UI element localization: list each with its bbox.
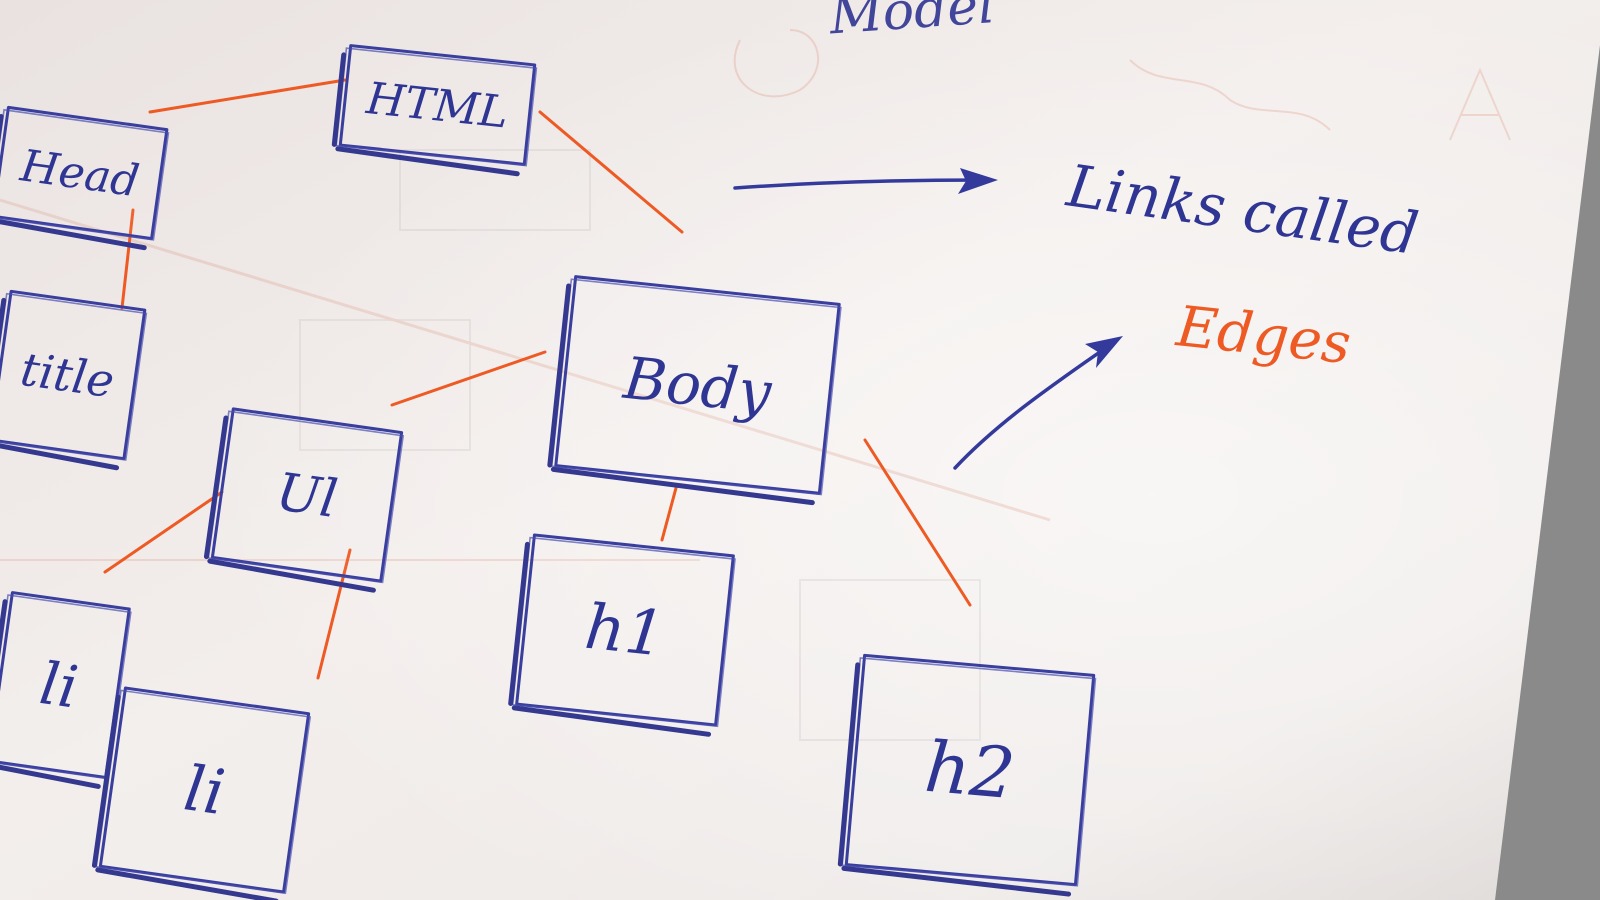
- edges: [103, 78, 972, 680]
- edge-html-body: [538, 110, 684, 234]
- edge-body-ul: [390, 350, 547, 407]
- arrow-head-icon: [958, 168, 998, 194]
- node-head: Head: [0, 105, 170, 251]
- node-box: [0, 591, 131, 779]
- node-h2: h2: [837, 653, 1097, 897]
- node-shadow: [331, 52, 520, 177]
- arrow-head-icon: [1085, 336, 1123, 368]
- edge-body-h2: [863, 438, 972, 607]
- node-shadow: [547, 283, 815, 506]
- node-title: title: [0, 289, 148, 471]
- node-label: Body: [620, 344, 776, 427]
- edge-ul-li1: [103, 490, 224, 574]
- edge-head-title: [120, 208, 135, 310]
- node-label: h1: [582, 590, 669, 671]
- node-shadow: [0, 113, 147, 251]
- node-label: h2: [922, 726, 1018, 815]
- node-shadow: [203, 415, 376, 593]
- node-box: [98, 686, 311, 894]
- edge-html-head: [148, 78, 347, 114]
- node-shadow: [837, 662, 1072, 897]
- node-box: [515, 533, 735, 727]
- node-box: [0, 289, 147, 461]
- edge-ul-li2: [316, 548, 352, 680]
- edge-body-h1: [660, 486, 678, 542]
- node-h1: h1: [508, 533, 736, 737]
- annotation-arrows: [733, 168, 1123, 470]
- node-box: [210, 407, 404, 583]
- node-box-sketch: [0, 108, 170, 241]
- node-html: HTML: [331, 44, 538, 177]
- node-ul: Ul: [203, 407, 405, 593]
- node-shadow: [91, 694, 279, 900]
- arrow-to-label: [733, 178, 987, 190]
- arrow-to-edges-label: [953, 343, 1112, 470]
- node-label: title: [17, 342, 117, 409]
- node-box: [338, 44, 537, 166]
- node-label: Ul: [273, 462, 341, 530]
- node-shadow: [508, 541, 712, 737]
- node-box: [0, 105, 169, 241]
- node-box: [554, 275, 841, 495]
- node-body: Body: [547, 275, 842, 506]
- node-shadow: [0, 297, 120, 471]
- node-box-sketch: [0, 292, 148, 461]
- node-shadow: [0, 599, 101, 789]
- node-box: [844, 653, 1096, 887]
- node-li2: li: [91, 686, 312, 900]
